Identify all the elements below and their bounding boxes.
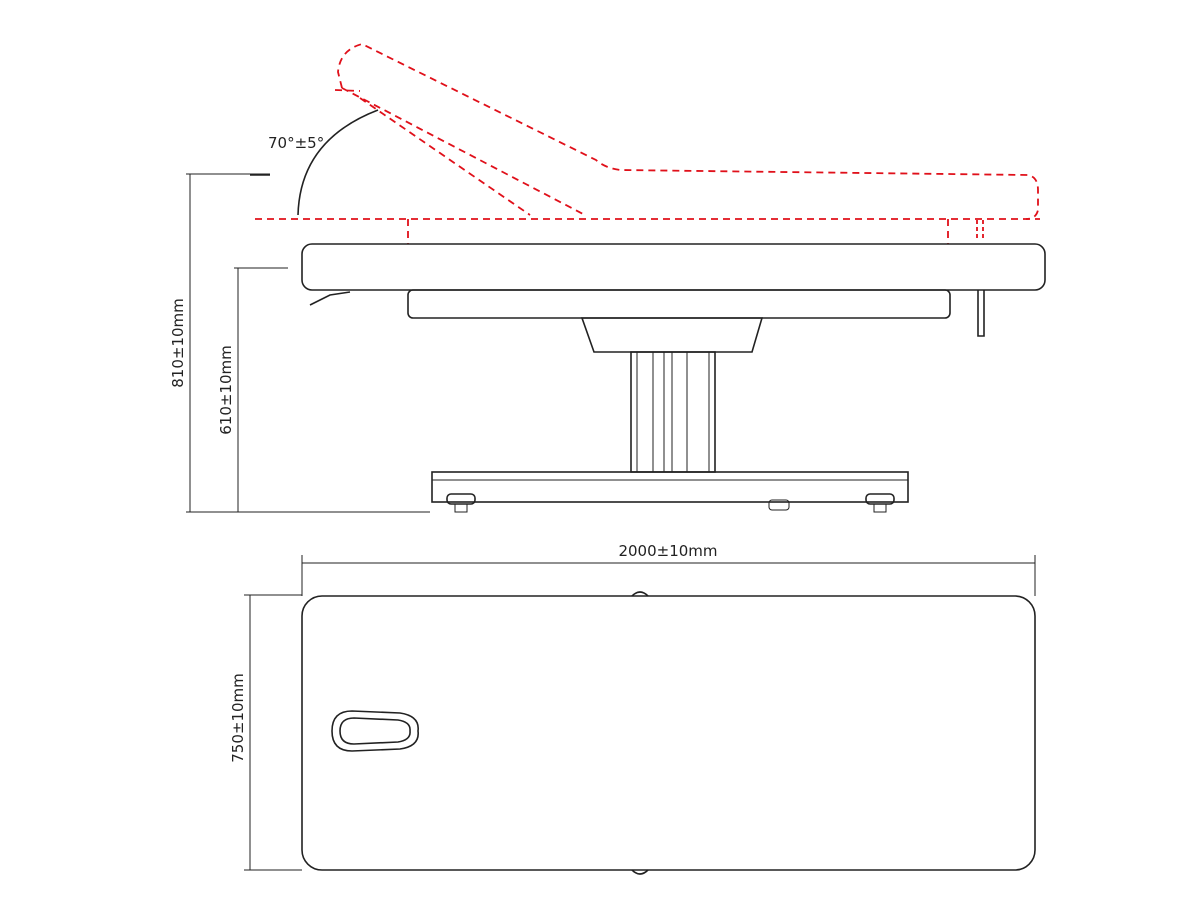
angle-arc [297, 109, 379, 216]
lift-column [630, 351, 716, 473]
face-hole [331, 710, 419, 752]
notch-top [631, 591, 649, 597]
side-view [301, 243, 1046, 513]
angle-label: 70°±5° [268, 134, 324, 152]
height-610-dimension [234, 267, 288, 512]
handle-lever [309, 291, 351, 306]
raised-backrest-outline [255, 43, 1040, 244]
height-610-label: 610±10mm [217, 345, 235, 435]
height-810-dimension [186, 173, 430, 513]
column-cap [580, 317, 764, 353]
width-dimension [244, 594, 302, 871]
table-top [301, 243, 1046, 291]
length-dimension [301, 555, 1036, 596]
length-label: 2000±10mm [618, 542, 717, 560]
foot-center [768, 499, 790, 511]
base [431, 471, 909, 503]
table-top-plan [301, 595, 1036, 871]
top-view [301, 591, 1036, 875]
height-810-label: 810±10mm [169, 298, 187, 388]
under-frame [407, 289, 951, 319]
face-hole-inner [339, 717, 411, 745]
side-rod [977, 290, 985, 337]
notch-bottom [631, 869, 649, 875]
width-label: 750±10mm [229, 673, 247, 763]
